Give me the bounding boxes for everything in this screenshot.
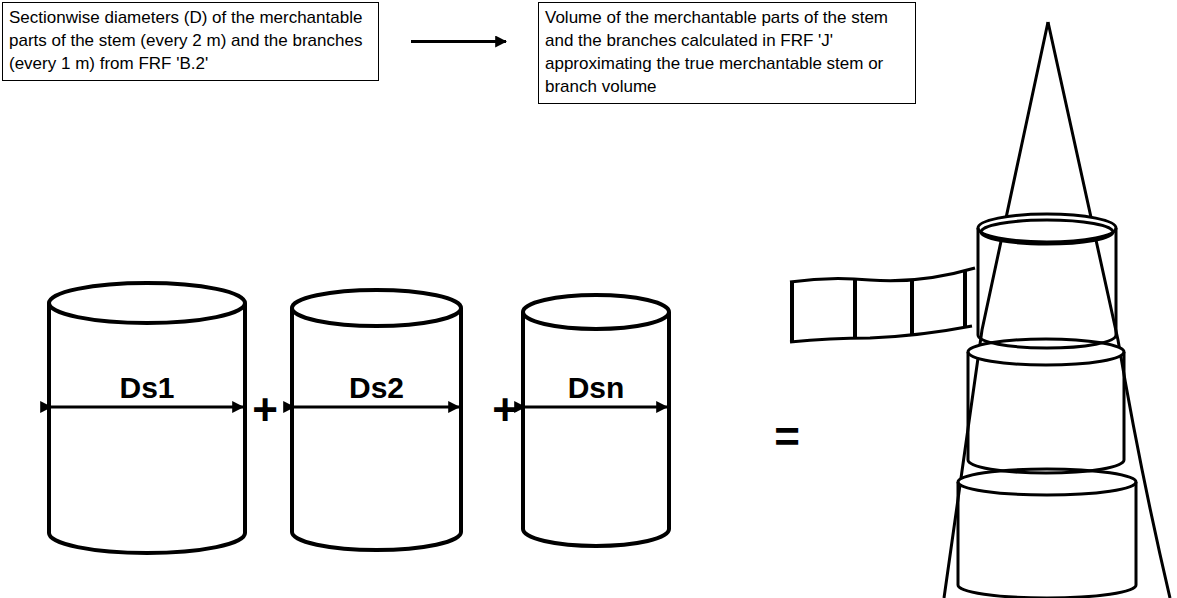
section-cylinder: Ds1 <box>47 283 247 555</box>
text-box: Sectionwise diameters (D) of the merchan… <box>2 2 379 81</box>
stem-outline <box>1048 22 1170 598</box>
box-text: Volume of the merchantable parts of the … <box>545 6 909 98</box>
operator-sign: + <box>492 388 518 432</box>
diameter-arrow <box>294 406 459 409</box>
branch-sections <box>790 268 975 342</box>
stem-section <box>968 339 1124 473</box>
operator-sign: = <box>774 415 800 459</box>
flow-arrow <box>411 40 506 43</box>
section-cylinder: Ds2 <box>290 290 463 552</box>
box-text: Sectionwise diameters (D) of the merchan… <box>9 6 372 75</box>
stem-section <box>958 469 1136 598</box>
section-cylinder: Dsn <box>521 295 671 548</box>
diameter-label: Dsn <box>568 371 625 405</box>
stem-outline <box>944 22 1048 598</box>
cylinder-outline <box>47 283 247 555</box>
diameter-label: Ds1 <box>119 371 174 405</box>
cylinder-outline <box>290 290 463 552</box>
diameter-label: Ds2 <box>349 371 404 405</box>
cylinder-outline <box>521 295 671 548</box>
diameter-arrow <box>51 406 243 409</box>
stem-section <box>978 214 1116 348</box>
text-box: Volume of the merchantable parts of the … <box>538 2 916 104</box>
operator-sign: + <box>252 388 278 432</box>
diameter-arrow <box>525 406 667 409</box>
